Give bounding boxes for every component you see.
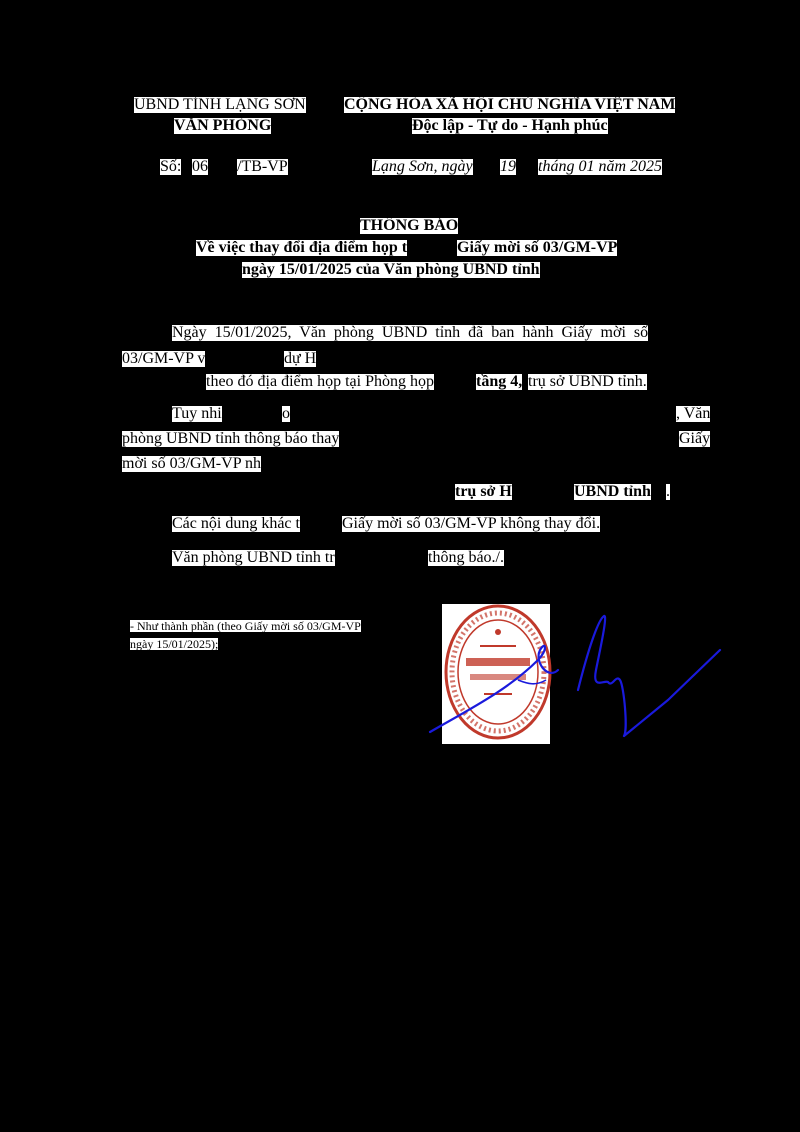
title-line-1-b: Giấy mời số 03/GM-VP [457,239,618,256]
recipients-line2: ngày 15/01/2025); [130,637,219,651]
body-p4-a: Văn phòng UBND tỉnh tr [172,549,335,566]
document-number-suffix: /TB-VP [237,158,288,175]
signature-icon [428,614,722,738]
body-p2-line1-b: o [282,405,290,422]
document-heading: THÔNG BÁO [360,217,459,234]
agency-unit: VĂN PHÒNG [174,117,272,134]
body-p1-line3-b: tầng 4, [476,373,523,390]
agency-name: UBND TỈNH LẠNG SƠN [134,96,306,113]
official-seal-icon [444,604,552,740]
title-line-1-a: Về việc thay đổi địa điểm họp t [196,239,408,256]
body-p1-line1: Ngày 15/01/2025, Văn phòng UBND tỉnh đã … [172,324,649,341]
document-number-value: 06 [192,158,208,175]
body-p2-line2-a: phòng UBND tỉnh thông báo thay [122,430,340,447]
body-p1-line2-a: 03/GM-VP v [122,350,206,367]
body-p1-line3-a: theo đó địa điểm họp tại Phòng họp [206,373,434,390]
body-p2-line4-c: . [666,483,670,500]
body-p2-line2-b: Giấy [679,430,711,447]
body-p2-line1-a: Tuy nhi [172,405,222,422]
recipients-line1: - Như thành phần (theo Giấy mời số 03/GM… [130,619,361,633]
document-day: 19 [500,158,516,175]
document-month-year: tháng 01 năm 2025 [538,158,662,175]
body-p1-line3-c: trụ sở UBND tỉnh. [528,373,647,390]
body-p3-a: Các nội dung khác t [172,515,300,532]
national-title: CỘNG HÒA XÃ HỘI CHỦ NGHĨA VIỆT NAM [344,96,676,113]
body-p2-line3: mời số 03/GM-VP nh [122,455,261,472]
body-p2-line1-c: , Văn [676,405,711,422]
national-motto: Độc lập - Tự do - Hạnh phúc [412,117,608,134]
document-number-prefix: Số: [160,158,182,175]
title-line-2: ngày 15/01/2025 của Văn phòng UBND tỉnh [242,261,540,278]
body-p2-line4-b: UBND tỉnh [574,483,651,500]
body-p4-b: thông báo./. [428,549,504,566]
body-p1-line2-b: dự H [284,350,317,367]
body-p2-line4-a: trụ sở H [455,483,512,500]
document-place-date: Lạng Sơn, ngày [372,158,473,175]
body-p3-b: Giấy mời số 03/GM-VP không thay đổi. [342,515,601,532]
